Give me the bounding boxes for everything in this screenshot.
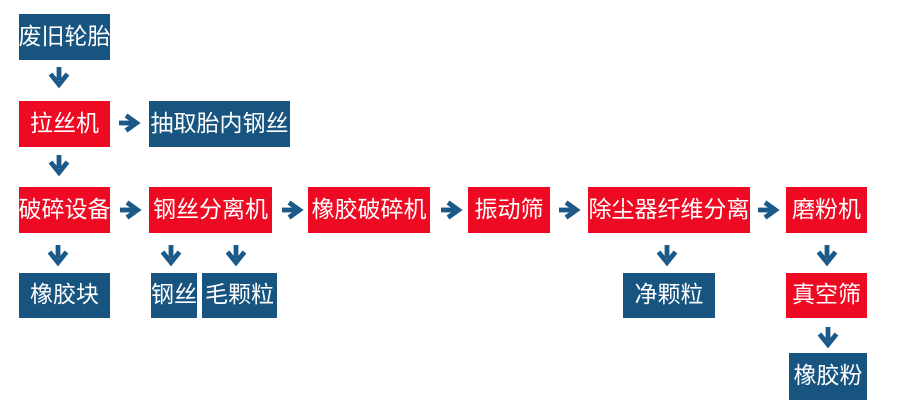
arrow-right-icon — [758, 200, 780, 220]
node-steel-wire: 钢丝 — [151, 273, 197, 318]
node-rubber-blocks: 橡胶块 — [19, 273, 110, 318]
node-vibrating-screen: 振动筛 — [468, 187, 550, 233]
node-extract-tire-steel-wire: 抽取胎内钢丝 — [149, 101, 290, 147]
node-rubber-powder: 橡胶粉 — [789, 353, 867, 400]
arrow-down-icon — [160, 245, 182, 267]
node-grinding-machine: 磨粉机 — [786, 187, 867, 233]
arrow-right-icon — [559, 200, 581, 220]
node-rubber-crusher: 橡胶破碎机 — [308, 187, 430, 233]
arrow-right-icon — [282, 200, 304, 220]
arrow-right-icon — [120, 200, 142, 220]
node-dust-collector-fiber-separation: 除尘器纤维分离 — [588, 187, 750, 233]
node-rough-granules: 毛颗粒 — [202, 273, 277, 318]
node-crushing-equipment: 破碎设备 — [19, 187, 111, 233]
arrow-down-icon — [225, 245, 247, 267]
node-waste-tires: 废旧轮胎 — [19, 14, 111, 60]
arrow-right-icon — [119, 113, 141, 133]
arrow-right-icon — [441, 200, 463, 220]
arrow-down-icon — [48, 67, 70, 89]
arrow-down-icon — [816, 245, 838, 267]
arrow-down-icon — [656, 245, 678, 267]
node-vacuum-screen: 真空筛 — [786, 273, 867, 318]
node-steel-wire-separator: 钢丝分离机 — [149, 187, 272, 233]
node-wire-drawing-machine: 拉丝机 — [19, 101, 110, 147]
arrow-down-icon — [48, 155, 70, 177]
arrow-down-icon — [47, 245, 69, 267]
node-clean-granules: 净颗粒 — [623, 273, 715, 318]
arrow-down-icon — [817, 327, 839, 349]
